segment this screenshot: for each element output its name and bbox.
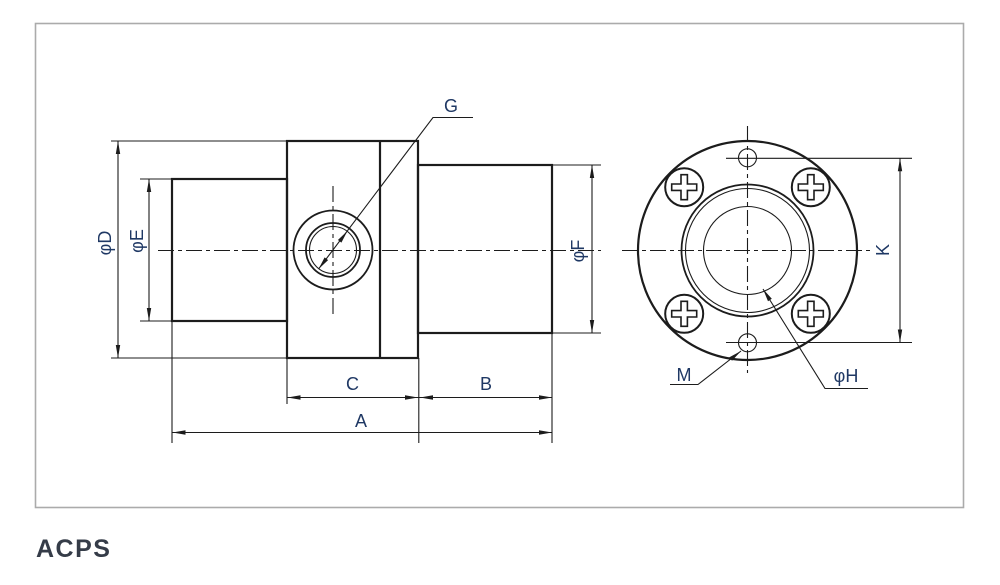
phillips-screw [664,293,705,334]
g-leader [318,116,473,270]
phillips-screws [664,167,831,334]
flange-circles [636,139,859,362]
dim-phi-d [111,140,287,359]
side-view: G φD φE φF C B A [95,96,601,443]
phillips-screw [790,293,831,334]
dim-label-c: C [346,374,359,394]
dim-label-phi-f: φF [568,240,588,263]
phillips-screw [664,167,705,208]
m-leader [670,350,742,386]
dim-label-b: B [480,374,492,394]
drawing-frame [34,22,965,509]
dim-label-phi-h: φH [834,366,859,386]
dim-label-k: K [873,244,893,256]
dim-a [171,321,552,443]
phi-h-leader [762,288,868,390]
dim-label-phi-e: φE [127,229,147,253]
dim-c-b [286,333,553,443]
phillips-screw [790,167,831,208]
side-view-outline [170,139,554,360]
dim-label-a: A [355,411,367,431]
dim-label-g: G [444,96,458,116]
drawing-code-caption: ACPS [36,535,111,563]
front-view: K M φH [622,126,912,390]
dim-phi-e [140,178,172,322]
dim-k [726,157,912,344]
dim-label-m: M [677,365,692,385]
dim-label-phi-d: φD [95,231,115,256]
dim-phi-f [552,164,601,334]
